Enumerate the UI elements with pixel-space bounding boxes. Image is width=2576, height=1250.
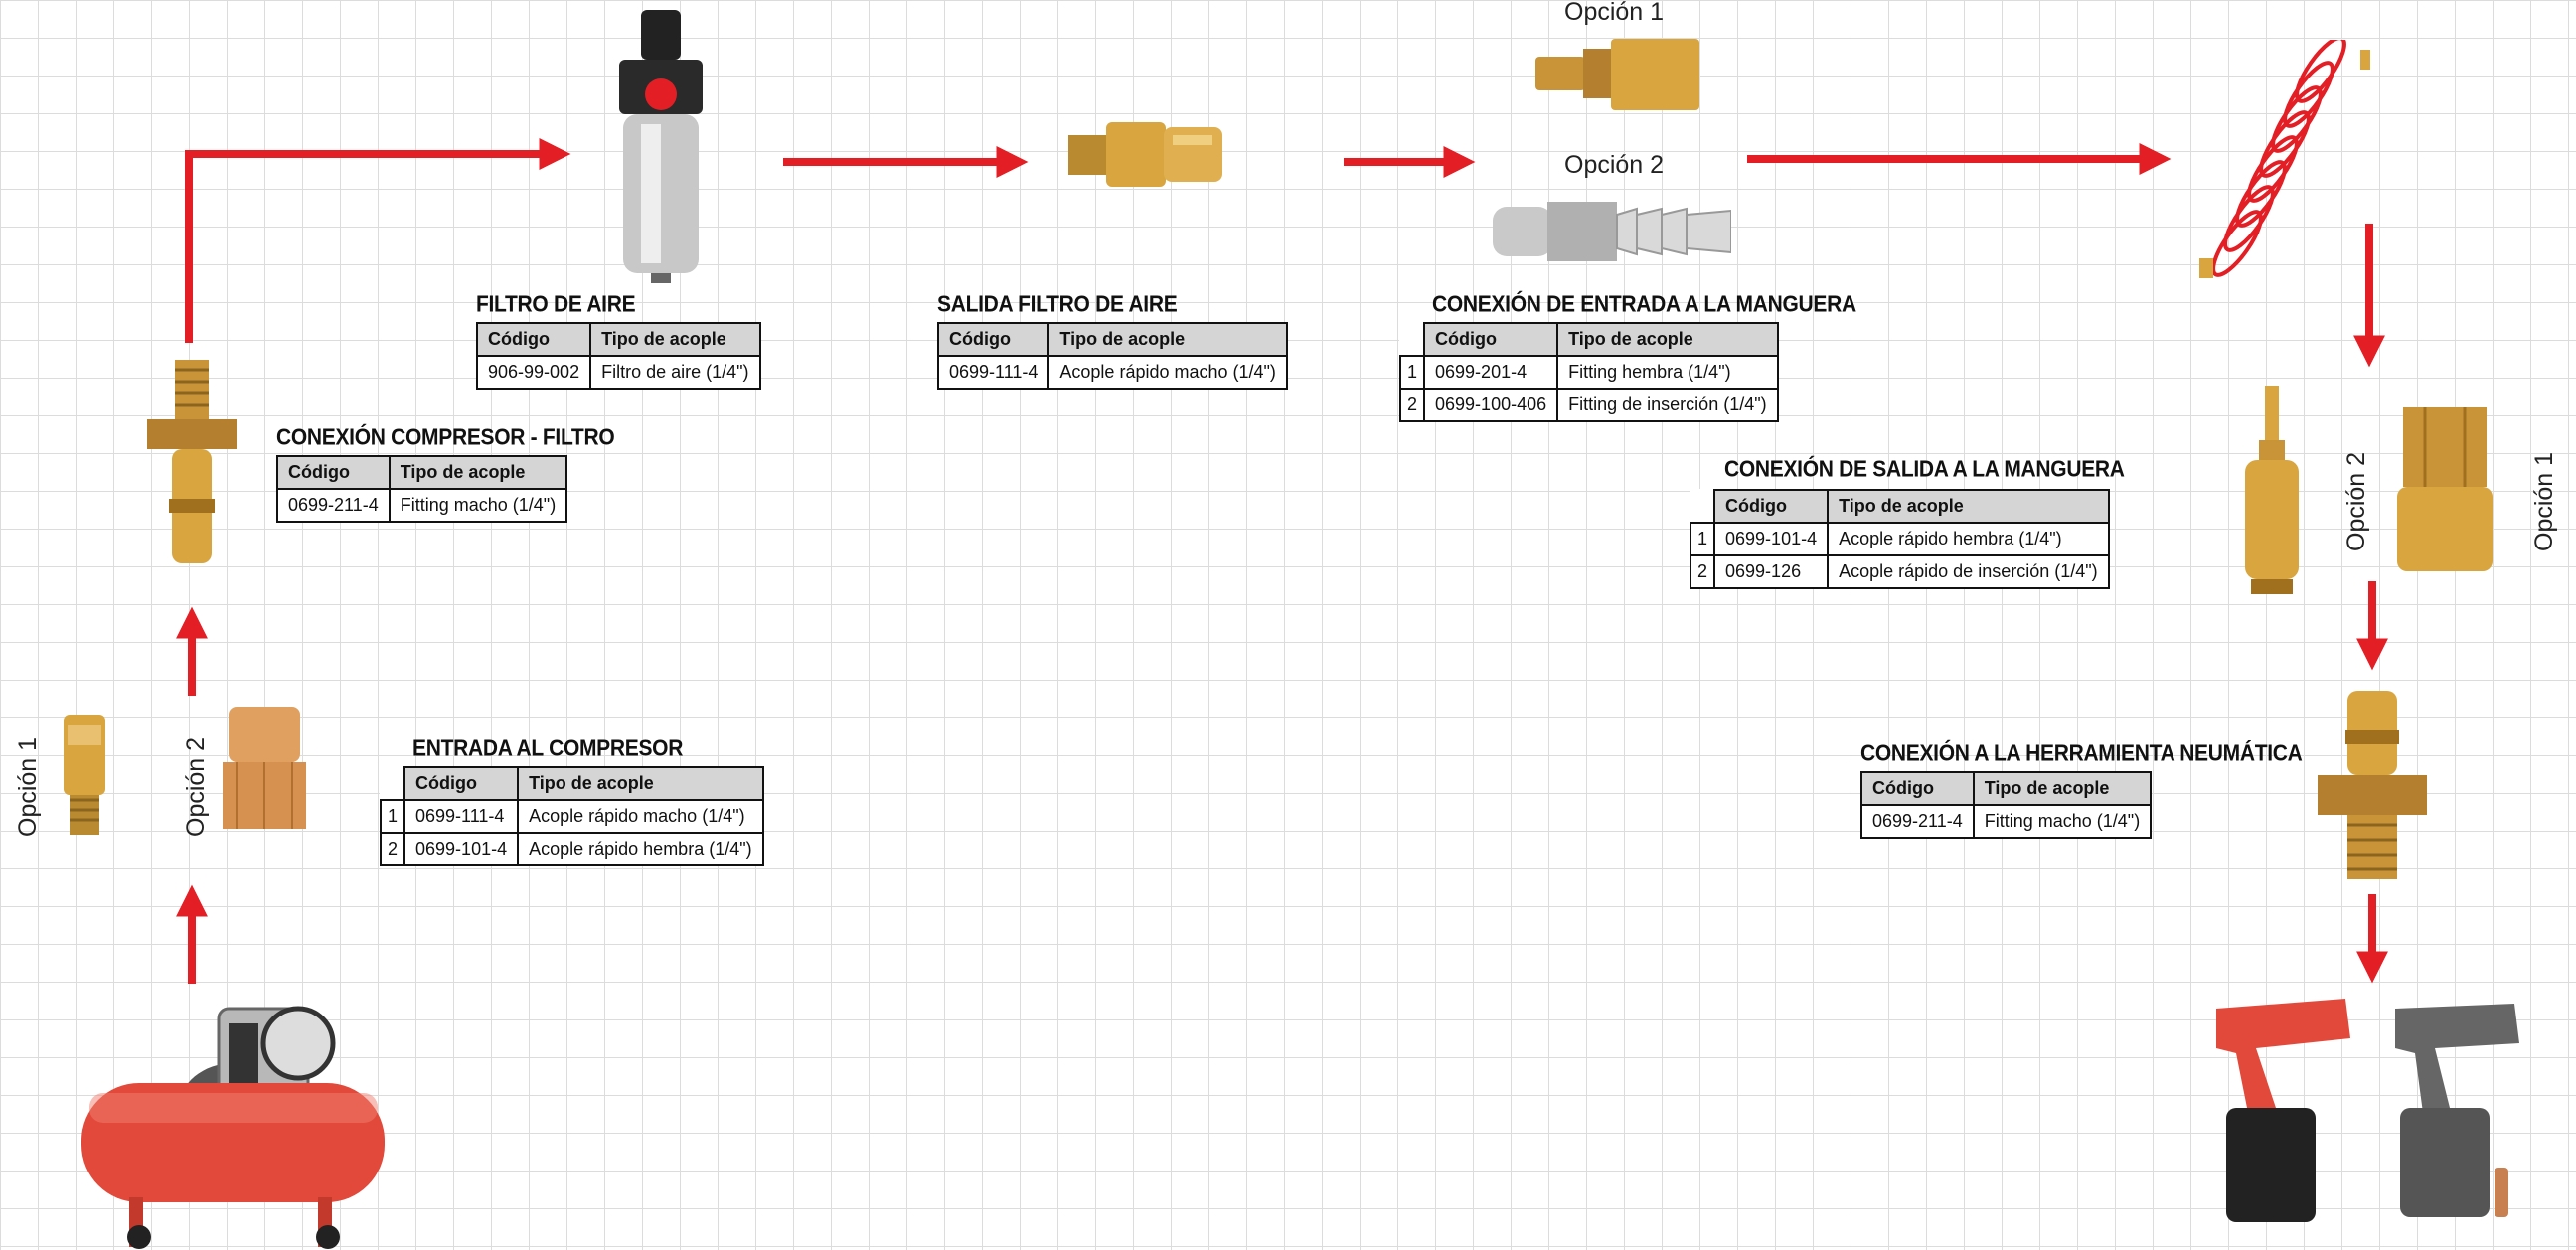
fitting-female-image [1535, 39, 1699, 110]
code-cell: 0699-211-4 [1860, 804, 1975, 839]
insertion-fitting-image [1493, 202, 1731, 261]
type-cell: Fitting de inserción (1/4") [1556, 388, 1779, 422]
air-filter-title: FILTRO DE AIRE [476, 292, 636, 317]
row-number: 1 [1689, 522, 1716, 556]
code-cell: 0699-211-4 [276, 488, 391, 523]
insertion-coupler-image [2245, 386, 2299, 594]
quick-coupler-female-image [223, 707, 306, 829]
code-cell: 0699-126 [1713, 554, 1830, 589]
code-cell: 0699-201-4 [1423, 355, 1559, 390]
header-code: Código [475, 322, 592, 357]
fitting-male-image [147, 360, 237, 563]
tool-connection-title: CONEXIÓN A LA HERRAMIENTA NEUMÁTICA [1860, 741, 2303, 766]
type-cell: Acople rápido macho (1/4") [1047, 355, 1288, 390]
hose-outlet-option-1-label: Opción 1 [2530, 451, 2558, 551]
compressor-option-2-label: Opción 2 [182, 736, 210, 837]
type-cell: Acople rápido de inserción (1/4") [1827, 554, 2110, 589]
header-code: Código [1860, 771, 1975, 806]
hose-outlet-title: CONEXIÓN DE SALIDA A LA MANGUERA [1724, 457, 2125, 482]
compressor-inlet-title: ENTRADA AL COMPRESOR [412, 736, 684, 761]
code-cell: 0699-111-4 [403, 799, 520, 834]
header-type: Tipo de acople [1047, 322, 1288, 357]
header-code: Código [403, 766, 520, 801]
code-cell: 0699-101-4 [1713, 522, 1830, 556]
filter-outlet-coupler-image [1068, 122, 1222, 187]
header-code: Código [936, 322, 1050, 357]
code-cell: 0699-111-4 [936, 355, 1050, 390]
quick-coupler-female-large-image [2397, 407, 2493, 571]
row-number: 1 [379, 799, 406, 834]
code-cell: 906-99-002 [475, 355, 592, 390]
compressor-option-1-label: Opción 1 [14, 736, 42, 837]
code-cell: 0699-101-4 [403, 832, 520, 866]
arrow-elbow-to-filter [185, 138, 571, 343]
header-type: Tipo de acople [1972, 771, 2153, 806]
filter-outlet-title: SALIDA FILTRO DE AIRE [937, 292, 1178, 317]
row-number: 1 [1398, 355, 1426, 390]
header-code: Código [276, 455, 391, 490]
type-cell: Fitting macho (1/4") [1972, 804, 2153, 839]
quick-coupler-male-image [64, 715, 105, 835]
row-number: 2 [379, 832, 406, 866]
header-type: Tipo de acople [589, 322, 761, 357]
type-cell: Acople rápido macho (1/4") [517, 799, 764, 834]
hose-outlet-option-2-label: Opción 2 [2342, 451, 2370, 551]
header-type: Tipo de acople [517, 766, 764, 801]
header-type: Tipo de acople [388, 455, 568, 490]
type-cell: Acople rápido hembra (1/4") [517, 832, 764, 866]
row-number: 2 [1689, 554, 1716, 589]
code-cell: 0699-100-406 [1423, 388, 1559, 422]
pneumatic-riveter-tools-image [2216, 999, 2519, 1222]
hose-inlet-option-1-label: Opción 1 [1564, 0, 1665, 26]
header-code: Código [1713, 489, 1830, 524]
header-code: Código [1423, 322, 1559, 357]
header-type: Tipo de acople [1827, 489, 2110, 524]
type-cell: Fitting macho (1/4") [388, 488, 568, 523]
hose-inlet-option-2-label: Opción 2 [1564, 151, 1665, 179]
row-number: 2 [1398, 388, 1426, 422]
air-compressor-image [81, 1006, 385, 1249]
header-type: Tipo de acople [1556, 322, 1779, 357]
type-cell: Fitting hembra (1/4") [1556, 355, 1779, 390]
type-cell: Acople rápido hembra (1/4") [1827, 522, 2110, 556]
hose-inlet-title: CONEXIÓN DE ENTRADA A LA MANGUERA [1432, 292, 1856, 317]
air-filter-image [619, 10, 703, 283]
type-cell: Filtro de aire (1/4") [589, 355, 761, 390]
coiled-hose-image [2199, 40, 2370, 278]
tool-fitting-image [2318, 691, 2427, 879]
compressor-filter-title: CONEXIÓN COMPRESOR - FILTRO [276, 425, 615, 450]
